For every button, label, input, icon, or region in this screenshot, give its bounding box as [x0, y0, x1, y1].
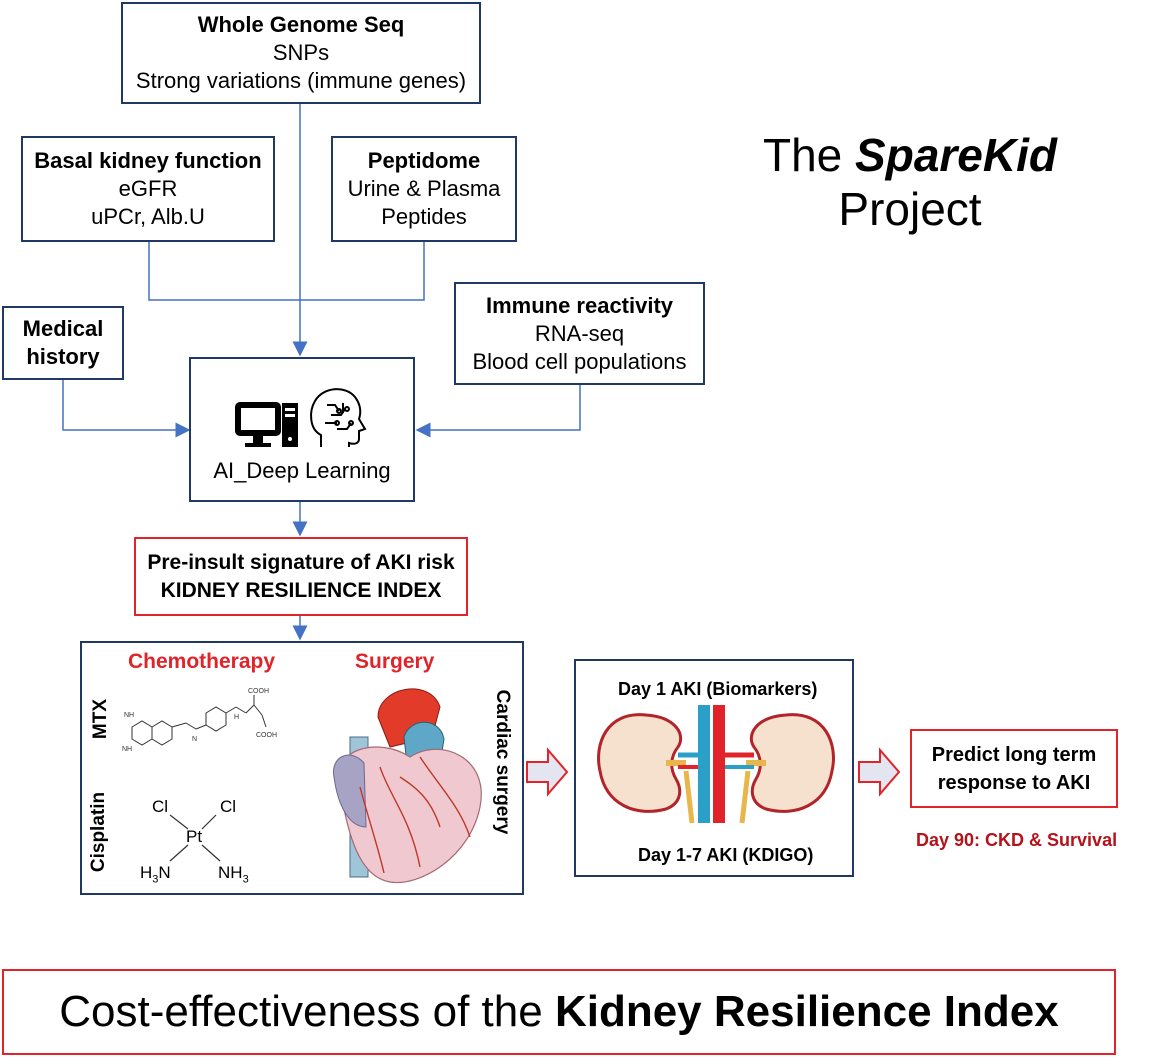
peptidome-box: Peptidome Urine & Plasma Peptides — [331, 136, 517, 242]
cis-nh3: NH3 — [218, 863, 249, 886]
basal-line1: eGFR — [118, 176, 178, 201]
wgs-title: Whole Genome Seq — [197, 12, 405, 37]
medical-box: Medical history — [2, 306, 124, 380]
medical-line2: history — [26, 344, 100, 369]
index-line1: Pre-insult signature of AKI risk — [147, 550, 455, 574]
aki-day1-label: Day 1 AKI (Biomarkers) — [618, 679, 818, 699]
svg-text:NH: NH — [124, 712, 134, 719]
computer-icon — [235, 402, 298, 447]
cis-h3n-h: H — [140, 863, 153, 882]
title-line2: Project — [838, 183, 982, 235]
predict-box: Predict long term response to AKI — [910, 729, 1118, 808]
right-kidney-icon — [746, 713, 835, 813]
connector-basal-peptidome — [148, 242, 425, 301]
title-prefix: The — [763, 129, 856, 181]
arrow-insult-to-aki — [526, 747, 569, 797]
insult-box: Chemotherapy Surgery MTX Cisplatin Cardi… — [80, 641, 524, 895]
cis-pt: Pt — [186, 827, 203, 846]
svg-text:N: N — [192, 736, 197, 743]
index-box: Pre-insult signature of AKI risk KIDNEY … — [134, 537, 468, 616]
cis-cl-right: Cl — [220, 797, 237, 816]
surgery-label: Surgery — [355, 650, 435, 673]
svg-text:NH: NH — [122, 746, 132, 753]
aorta-icon — [713, 705, 725, 823]
vena-cava-icon — [698, 705, 710, 823]
footer-prefix: Cost-effectiveness of the — [59, 987, 555, 1036]
cis-cl-left: Cl — [152, 797, 169, 816]
index-line2: KIDNEY RESILIENCE INDEX — [160, 578, 442, 602]
cisplatin-label: Cisplatin — [88, 791, 109, 873]
footer-box: Cost-effectiveness of the Kidney Resilie… — [2, 969, 1116, 1055]
svg-text:COOH: COOH — [256, 732, 277, 739]
cis-h3n-n: N — [158, 863, 171, 882]
immune-box: Immune reactivity RNA-seq Blood cell pop… — [454, 282, 705, 385]
brain-head-icon — [310, 388, 367, 447]
predict-line1: Predict long term — [931, 743, 1097, 766]
wgs-line2: Strong variations (immune genes) — [135, 68, 467, 93]
cisplatin-structure: Cl Cl Pt H3N NH3 — [130, 793, 270, 893]
cisplatin-bonds — [169, 814, 221, 862]
kidneys-illustration — [597, 705, 835, 824]
immune-title: Immune reactivity — [485, 292, 674, 318]
day90-label: Day 90: CKD & Survival — [916, 830, 1118, 850]
peptidome-line2: Peptides — [381, 204, 467, 229]
ai-icons — [235, 388, 367, 447]
ai-label: AI_Deep Learning — [213, 458, 391, 483]
arrow-medical-to-ai — [62, 380, 191, 438]
chemo-label: Chemotherapy — [128, 650, 276, 673]
wgs-line1: SNPs — [272, 40, 330, 65]
arrow-aki-to-predict — [858, 747, 901, 797]
cardiac-surgery-label: Cardiac surgery — [492, 689, 513, 835]
cis-nh3-text: NH — [218, 863, 243, 882]
peptidome-line1: Urine & Plasma — [347, 176, 501, 201]
wgs-box: Whole Genome Seq SNPs Strong variations … — [121, 2, 481, 104]
footer-bold: Kidney Resilience Index — [554, 987, 1059, 1036]
basal-line2: uPCr, Alb.U — [91, 204, 205, 229]
title-project-name: SpareKid — [855, 129, 1057, 181]
mtx-label: MTX — [90, 698, 111, 740]
basal-title: Basal kidney function — [34, 148, 262, 173]
svg-text:COOH: COOH — [248, 688, 269, 695]
cis-h3n: H3N — [140, 863, 171, 886]
mtx-structure: NH NH N COOH COOH H — [122, 688, 277, 753]
svg-text:H: H — [234, 714, 239, 721]
immune-line2: Blood cell populations — [472, 348, 687, 374]
immune-line1: RNA-seq — [534, 320, 625, 346]
peptidome-title: Peptidome — [367, 148, 481, 173]
ai-box: AI_Deep Learning — [189, 357, 415, 502]
predict-line2: response to AKI — [937, 771, 1091, 794]
aki-box: Day 1 AKI (Biomarkers) Day 1-7 AKI (KDIG… — [574, 659, 854, 877]
project-title: The SpareKid Project — [730, 128, 1090, 236]
aki-day17-label: Day 1-7 AKI (KDIGO) — [638, 845, 814, 865]
left-kidney-icon — [597, 713, 686, 813]
medical-line1: Medical — [22, 316, 104, 341]
basal-box: Basal kidney function eGFR uPCr, Alb.U — [21, 136, 275, 242]
heart-illustration — [333, 688, 482, 884]
arrow-immune-to-ai — [415, 385, 581, 438]
